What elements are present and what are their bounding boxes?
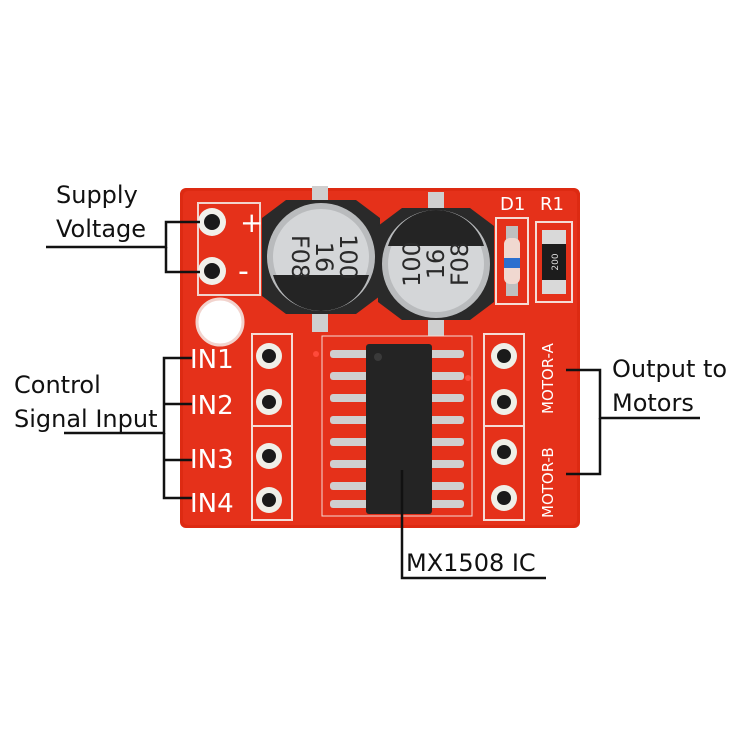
control-leader-lower bbox=[162, 433, 192, 500]
ic-leader bbox=[400, 470, 546, 580]
supply-silkscreen: + - bbox=[197, 202, 263, 296]
in1-label: IN1 bbox=[190, 345, 234, 375]
cap-right-code: F08 bbox=[446, 242, 474, 286]
supply-leader bbox=[46, 220, 200, 249]
capacitor-left: 100 16 F08 bbox=[262, 186, 380, 332]
supply-label-line2: Voltage bbox=[56, 215, 147, 243]
cap-left-voltage: 16 bbox=[310, 242, 338, 273]
supply-voltage-label: Supply Voltage bbox=[56, 178, 146, 246]
control-leader bbox=[64, 356, 192, 435]
supply-label-line1: Supply bbox=[56, 181, 138, 209]
cap-right-value: 100 bbox=[398, 241, 426, 287]
cap-right-voltage: 16 bbox=[422, 249, 450, 280]
leader-lines bbox=[46, 220, 700, 580]
control-label-line1: Control bbox=[14, 371, 101, 399]
output-label-line2: Motors bbox=[612, 389, 694, 417]
d1-label: D1 bbox=[500, 194, 525, 215]
minus-mark: - bbox=[238, 254, 249, 289]
mounting-hole bbox=[195, 297, 245, 347]
output-motors-label: Output to Motors bbox=[612, 352, 727, 420]
ic-label-text: MX1508 IC bbox=[406, 549, 536, 577]
motor-a-label: MOTOR-A bbox=[539, 342, 557, 414]
resistor-code: 200 bbox=[551, 253, 561, 270]
cap-left-code: F08 bbox=[286, 235, 314, 279]
output-label-line1: Output to bbox=[612, 355, 728, 383]
cap-left-value: 100 bbox=[334, 234, 362, 280]
output-leader-lower bbox=[566, 418, 602, 476]
diode-d1: D1 bbox=[495, 194, 529, 305]
supply-leader-minus bbox=[164, 247, 200, 274]
output-header: MOTOR-A MOTOR-B bbox=[483, 333, 557, 521]
resistor-r1: R1 200 bbox=[535, 194, 573, 303]
ic-label: MX1508 IC bbox=[406, 546, 536, 580]
in3-label: IN3 bbox=[190, 445, 234, 475]
motor-b-label: MOTOR-B bbox=[539, 447, 557, 518]
plus-mark: + bbox=[240, 206, 263, 239]
in4-label: IN4 bbox=[190, 489, 234, 519]
control-label-line2: Signal Input bbox=[14, 405, 158, 433]
capacitor-right: 100 16 F08 bbox=[378, 192, 494, 336]
in2-label: IN2 bbox=[190, 391, 234, 421]
ic-chip bbox=[313, 335, 473, 517]
control-signal-label: Control Signal Input bbox=[14, 368, 158, 436]
r1-label: R1 bbox=[540, 194, 564, 215]
input-header: IN1 IN2 IN3 IN4 bbox=[190, 333, 293, 521]
output-leader bbox=[566, 368, 700, 420]
